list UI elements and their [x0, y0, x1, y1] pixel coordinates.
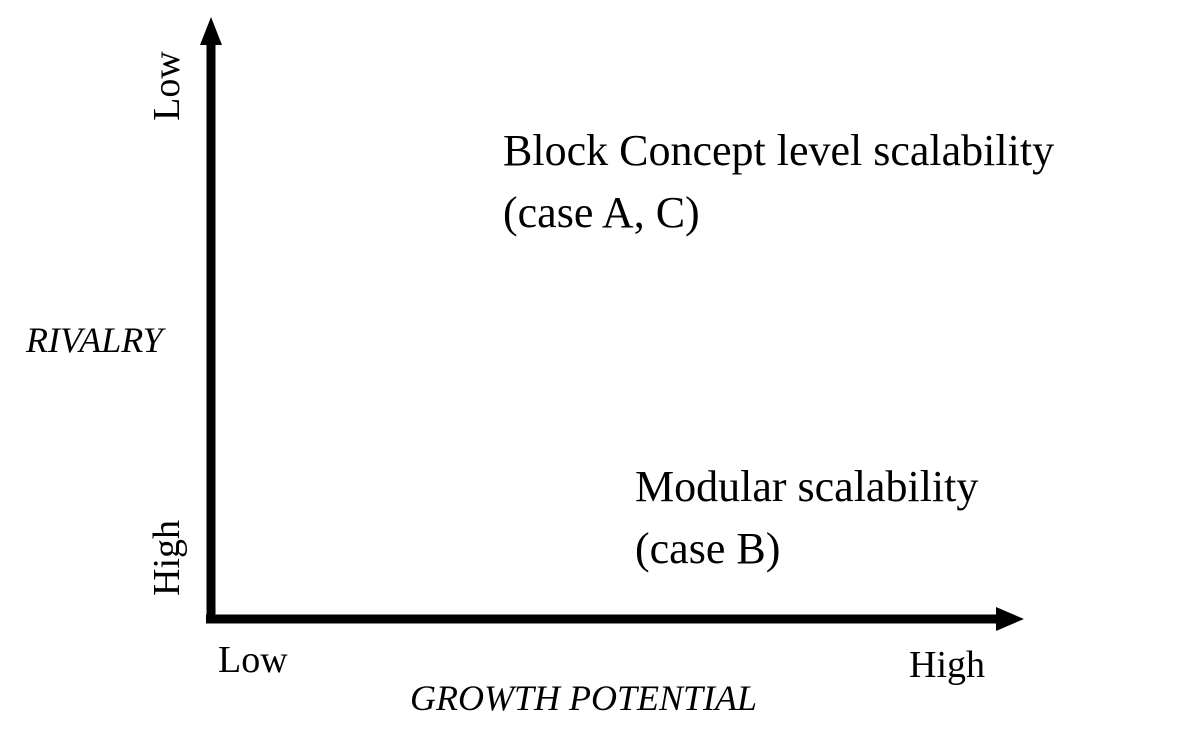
x-axis-low-label: Low: [218, 639, 288, 681]
quadrant-label-top-right: Block Concept level scalability (case A,…: [503, 120, 1054, 244]
quadrant-top-right-line1: Block Concept level scalability: [503, 126, 1055, 175]
y-axis-title: RIVALRY: [26, 320, 163, 360]
y-axis-top-label: Low: [146, 51, 188, 121]
x-axis-arrowhead: [996, 607, 1024, 631]
x-axis-high-label: High: [909, 644, 985, 686]
quadrant-bottom-right-line2: (case B): [635, 524, 781, 573]
y-axis-bottom-label: High: [146, 520, 188, 596]
quadrant-label-bottom-right: Modular scalability (case B): [635, 456, 978, 580]
y-axis-arrowhead: [200, 17, 222, 45]
x-axis-title: GROWTH POTENTIAL: [410, 678, 758, 718]
quadrant-top-right-line2: (case A, C): [503, 188, 700, 237]
quadrant-bottom-right-line1: Modular scalability: [635, 462, 979, 511]
